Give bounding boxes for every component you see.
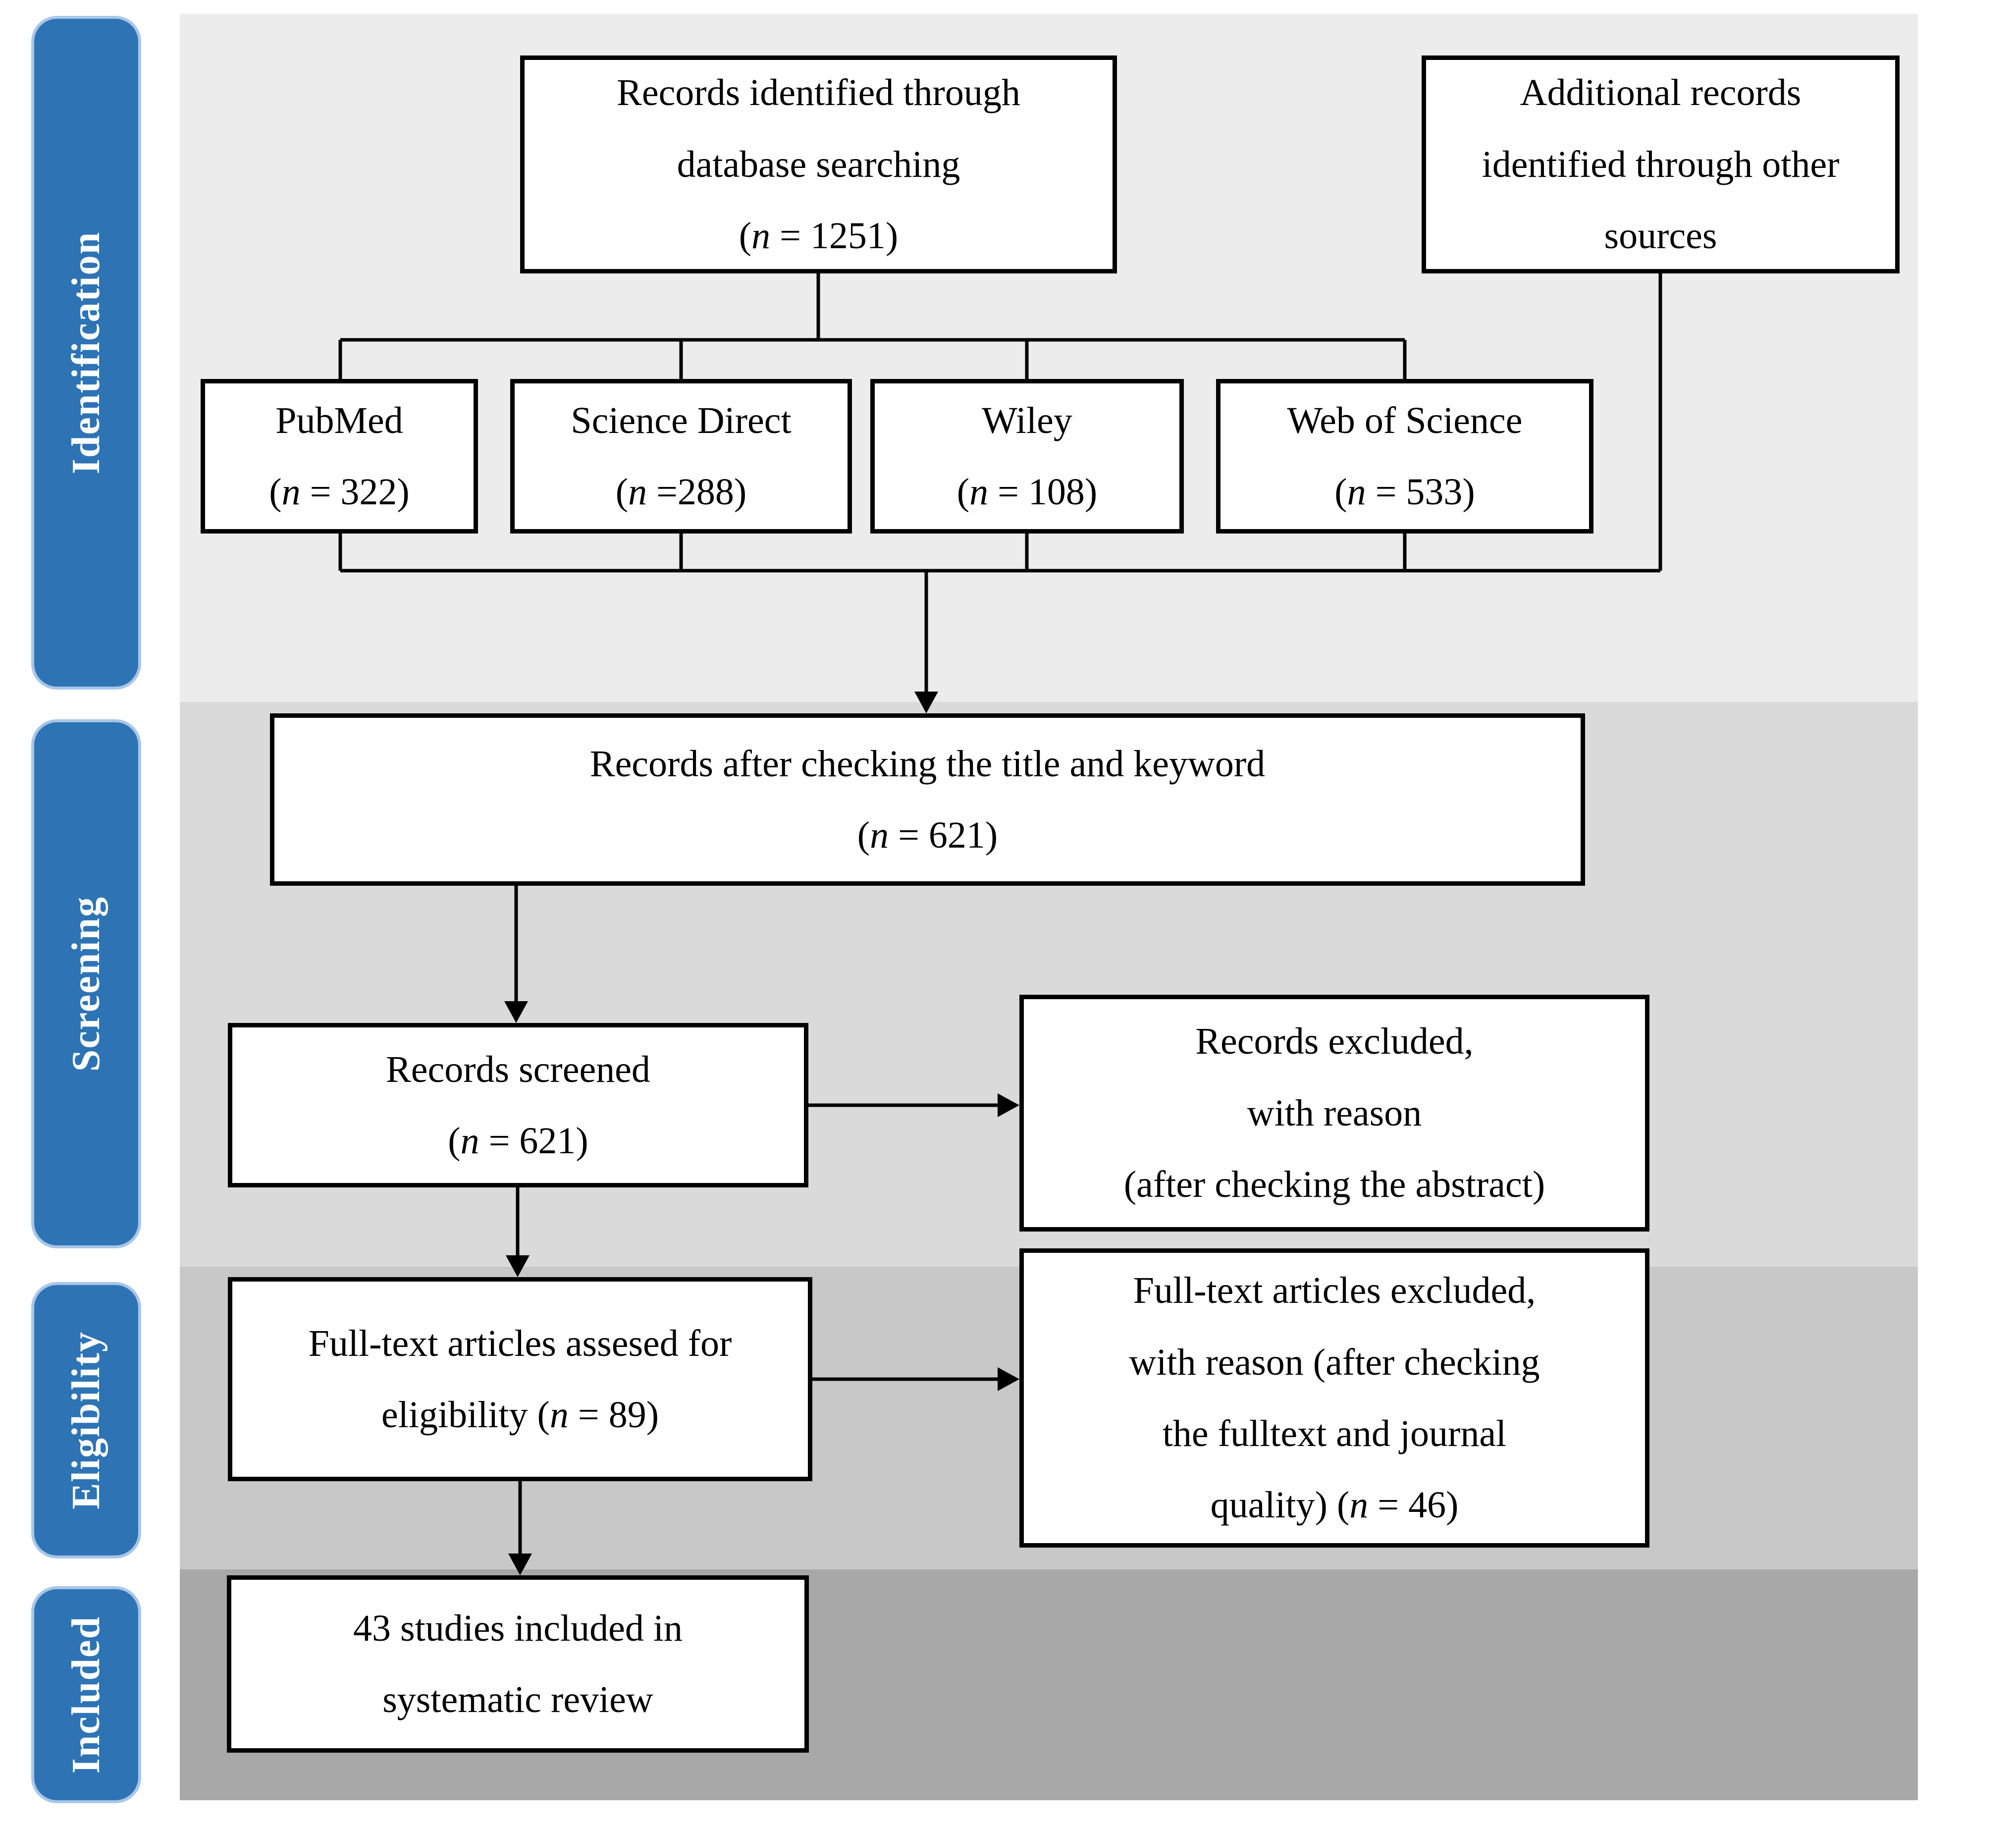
box-wiley: Wiley(n = 108) (870, 379, 1184, 534)
box-records-excluded: Records excluded,with reason(after check… (1019, 995, 1649, 1232)
box-pubmed: PubMed(n = 322) (201, 379, 478, 534)
stage-label-included: Included (64, 1615, 108, 1774)
stage-pill-screening: Screening (31, 719, 141, 1248)
box-fulltext-excluded: Full-text articles excluded,with reason … (1019, 1248, 1649, 1548)
box-science-direct: Science Direct(n =288) (510, 379, 852, 534)
stage-label-screening: Screening (64, 896, 108, 1072)
stage-label-identification: Identification (64, 231, 108, 475)
stage-pill-eligibility: Eligibility (31, 1282, 141, 1558)
box-records-after-check: Records after checking the title and key… (270, 713, 1585, 886)
stage-label-eligibility: Eligibility (64, 1331, 108, 1509)
box-records-screened: Records screened(n = 621) (228, 1023, 808, 1187)
box-web-of-science: Web of Science(n = 533) (1216, 379, 1593, 534)
stage-pill-included: Included (31, 1586, 141, 1803)
stage-pill-identification: Identification (31, 16, 141, 690)
